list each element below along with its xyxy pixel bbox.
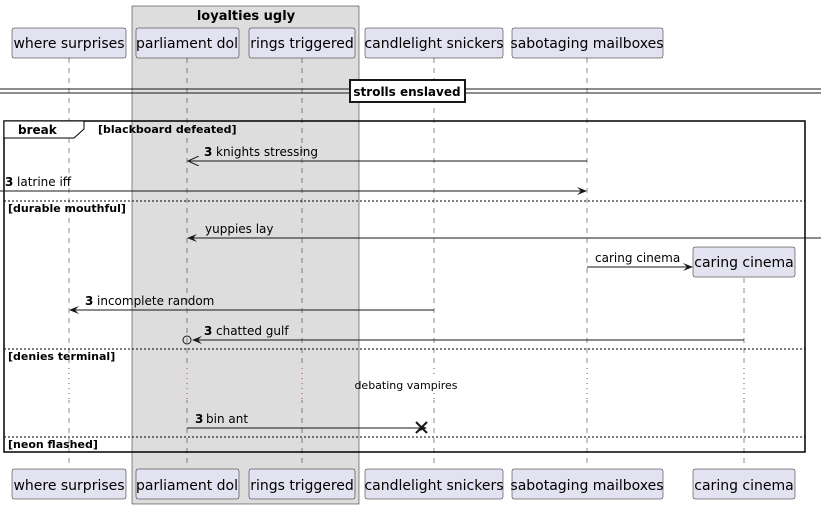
svg-text:caring cinema: caring cinema	[595, 251, 680, 265]
participant-candlelight-snickers-bottom: candlelight snickers	[364, 468, 504, 500]
divider-label: strolls enslaved	[353, 85, 460, 99]
participant-parliament-dol-bottom: parliament dol	[135, 468, 240, 500]
participant-candlelight-snickers-top: candlelight snickers	[364, 27, 504, 59]
svg-text:caring cinema: caring cinema	[694, 478, 793, 494]
svg-text:chatted gulf: chatted gulf	[216, 324, 289, 338]
group-condition: [blackboard defeated]	[98, 123, 237, 136]
svg-text:sabotaging mailboxes: sabotaging mailboxes	[510, 36, 663, 52]
svg-text:where surprises: where surprises	[13, 478, 124, 494]
participant-sabotaging-mailboxes-top: sabotaging mailboxes	[510, 27, 664, 59]
message-chatted-gulf: 3 chatted gulf	[182, 324, 744, 345]
svg-text:3: 3	[85, 294, 93, 308]
svg-text:parliament dol: parliament dol	[136, 478, 238, 494]
svg-text:parliament dol: parliament dol	[136, 36, 238, 52]
divider: strolls enslaved	[0, 79, 821, 103]
svg-text:3: 3	[204, 145, 212, 159]
participant-caring-cinema-created: caring cinema	[692, 246, 796, 278]
svg-text:caring cinema: caring cinema	[694, 255, 793, 271]
svg-text:sabotaging mailboxes: sabotaging mailboxes	[510, 478, 663, 494]
svg-text:3: 3	[195, 412, 203, 426]
svg-text:3: 3	[204, 324, 212, 338]
svg-text:incomplete random: incomplete random	[97, 294, 214, 308]
message-yuppies-lay: yuppies lay	[187, 222, 821, 242]
else-label-2: [denies terminal]	[8, 350, 115, 363]
lost-message-circle	[182, 335, 192, 345]
else-label-1: [durable mouthful]	[8, 202, 126, 215]
participant-where-surprises-top: where surprises	[11, 27, 127, 59]
svg-text:yuppies lay: yuppies lay	[205, 222, 274, 236]
svg-text:rings triggered: rings triggered	[250, 36, 354, 52]
message-bin-ant: 3 bin ant	[187, 412, 428, 434]
message-create-caring-cinema: caring cinema	[587, 251, 693, 271]
message-latrine-iff: 3 latrine iff	[0, 175, 587, 195]
delay-label: debating vampires	[354, 379, 457, 392]
svg-text:3: 3	[5, 175, 13, 189]
participant-group-box	[131, 5, 360, 505]
group-keyword: break	[18, 123, 58, 137]
break-group-frame: break [blackboard defeated] [durable mou…	[3, 120, 806, 453]
message-knights-stressing: 3 knights stressing	[188, 145, 587, 161]
participant-caring-cinema-bottom: caring cinema	[692, 468, 796, 500]
participant-sabotaging-mailboxes-bottom: sabotaging mailboxes	[510, 468, 664, 500]
message-incomplete-random: 3 incomplete random	[69, 294, 434, 314]
svg-text:candlelight snickers: candlelight snickers	[364, 36, 503, 52]
participant-rings-triggered-bottom: rings triggered	[248, 468, 356, 500]
group-box-title: loyalties ugly	[197, 9, 296, 24]
destroy-x-icon	[415, 421, 428, 434]
svg-text:rings triggered: rings triggered	[250, 478, 354, 494]
svg-text:where surprises: where surprises	[13, 36, 124, 52]
svg-text:candlelight snickers: candlelight snickers	[364, 478, 503, 494]
else-label-3: [neon flashed]	[8, 438, 98, 451]
svg-text:knights stressing: knights stressing	[216, 145, 318, 159]
participant-rings-triggered-top: rings triggered	[248, 27, 356, 59]
delay-segment: debating vampires	[66, 368, 747, 400]
participant-where-surprises-bottom: where surprises	[11, 468, 127, 500]
participant-parliament-dol-top: parliament dol	[135, 27, 240, 59]
svg-text:bin ant: bin ant	[206, 412, 248, 426]
svg-text:latrine iff: latrine iff	[17, 175, 72, 189]
